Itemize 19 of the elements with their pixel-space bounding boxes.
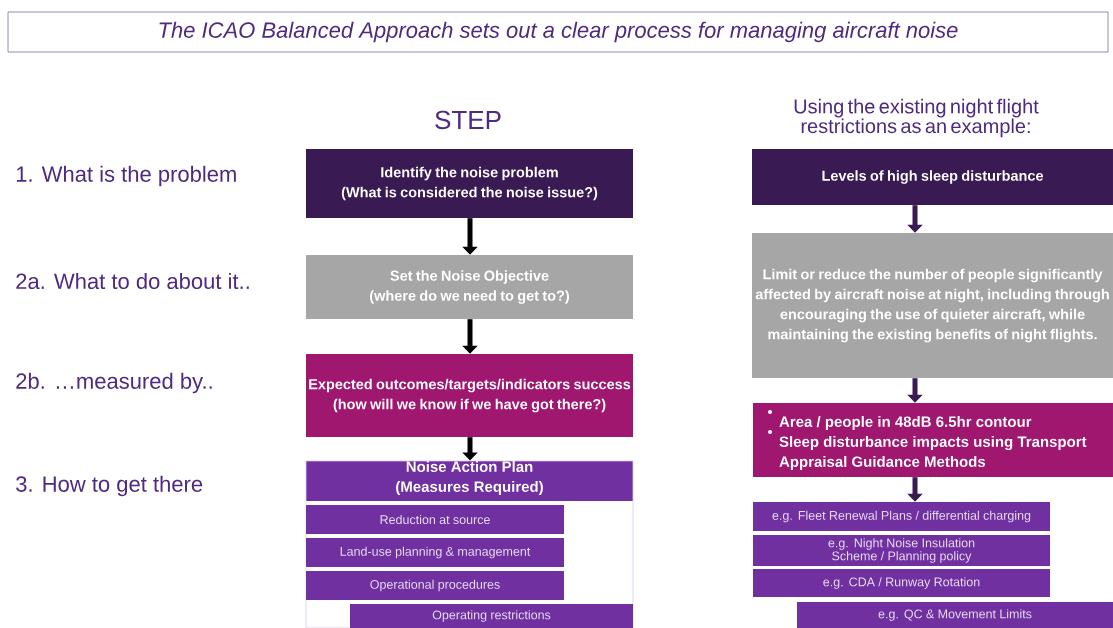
example-box: Levels of high sleep disturbance xyxy=(752,149,1113,205)
question-label: 3. How to get there xyxy=(16,475,203,497)
measure-box: Land-use planning & management xyxy=(306,538,564,567)
measure-box: e.g. QC & Movement Limits xyxy=(797,602,1113,628)
step-box: Identify the noise problem (What is considered the noise issue?) xyxy=(306,149,633,218)
example-box: Limit or reduce the number of people significantly affected by aircraft noise at night, including through encouraging the use of quieter aircraft, while maintaining the existing benefits of night flights. xyxy=(752,233,1113,378)
example-box: Area / people in 48dB 6.5hr contour Sleep disturbance impacts using Transport Appraisal Guidance Methods xyxy=(753,403,1113,477)
step-box: Expected outcomes/targets/indicators success (how will we know if we have got there?) xyxy=(306,354,633,437)
question-label: 1. What is the problem xyxy=(16,165,236,187)
measure-box: Reduction at source xyxy=(306,505,564,534)
measure-box: e.g. Night Noise Insulation Scheme / Planning policy xyxy=(753,535,1050,566)
step-box: Set the Noise Objective (where do we need to get to?) xyxy=(306,255,633,319)
measure-box: Operational procedures xyxy=(306,571,564,600)
question-label: 2a. What to do about it.. xyxy=(16,272,249,290)
measure-box: e.g. CDA / Runway Rotation xyxy=(753,569,1050,597)
measure-box: Operating restrictions xyxy=(350,604,633,628)
question-label: 2b. …measured by.. xyxy=(16,372,212,394)
title-banner: The ICAO Balanced Approach sets out a clear process for managing aircraft noise xyxy=(7,11,1109,53)
measure-box: e.g. Fleet Renewal Plans / differential charging xyxy=(753,502,1050,531)
